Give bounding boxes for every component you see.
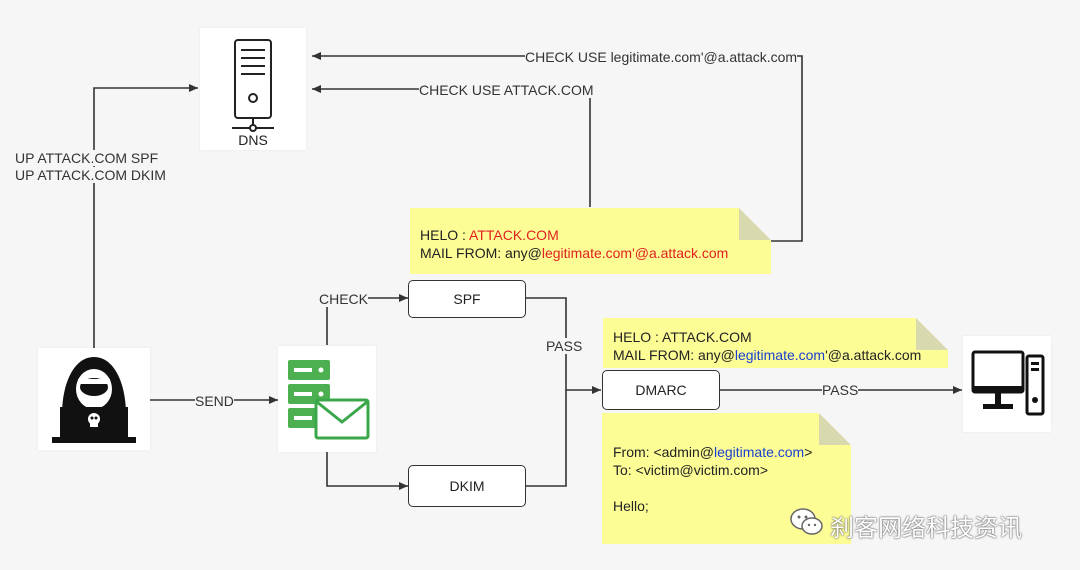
label-check: CHECK <box>319 291 369 307</box>
mail-server-node <box>278 346 376 452</box>
note-email-body: Hello; <box>613 498 649 514</box>
label-check-forged: CHECK USE legitimate.com'@a.attack.com <box>525 49 798 65</box>
dmarc-box: DMARC <box>602 370 720 410</box>
edge-dkim-dmarc <box>526 390 567 487</box>
wechat-icon <box>790 507 824 542</box>
note-email-to: To: <victim@victim.com> <box>613 462 769 478</box>
dkim-box: DKIM <box>408 465 526 507</box>
note-mid-mail-from: MAIL FROM: any@legitimate.com'@a.attack.… <box>613 347 922 363</box>
edge-to-dkim <box>326 452 408 490</box>
note-top-mail-from: MAIL FROM: any@legitimate.com'@a.attack.… <box>420 245 729 261</box>
label-check-attack: CHECK USE ATTACK.COM <box>419 82 594 98</box>
note-fold <box>916 318 948 350</box>
edge-upload <box>93 84 198 348</box>
label-upload-spf: UP ATTACK.COM SPF <box>15 150 159 166</box>
label-upload-dkim: UP ATTACK.COM DKIM <box>15 167 166 183</box>
watermark-text: 刹客网络科技资讯 <box>830 514 1022 542</box>
label-send: SEND <box>195 393 234 409</box>
label-pass-mid: PASS <box>546 338 583 354</box>
dkim-label: DKIM <box>449 478 485 494</box>
note-fold <box>819 413 851 445</box>
computer-icon <box>971 350 1047 423</box>
victim-node <box>963 336 1051 432</box>
server-icon <box>232 38 274 138</box>
edge-check-attack <box>312 85 591 207</box>
attacker-node <box>38 348 150 450</box>
note-top-helo: HELO : ATTACK.COM <box>420 227 559 243</box>
hacker-icon <box>46 353 142 450</box>
note-mid-helo: HELO : ATTACK.COM <box>613 329 752 345</box>
dns-node: DNS <box>200 28 306 150</box>
label-pass-right: PASS <box>822 382 859 398</box>
note-email-from: From: <admin@legitimate.com> <box>613 444 813 460</box>
dns-label: DNS <box>238 132 268 148</box>
spf-box: SPF <box>408 280 526 318</box>
note-email-blank <box>613 479 812 497</box>
note-fold <box>739 208 771 240</box>
dmarc-label: DMARC <box>635 382 687 398</box>
note-helo-attack: HELO : ATTACK.COM MAIL FROM: any@legitim… <box>410 208 771 274</box>
mail-server-icon <box>288 360 372 447</box>
spf-label: SPF <box>453 291 481 307</box>
note-helo-legit: HELO : ATTACK.COM MAIL FROM: any@legitim… <box>603 318 948 368</box>
